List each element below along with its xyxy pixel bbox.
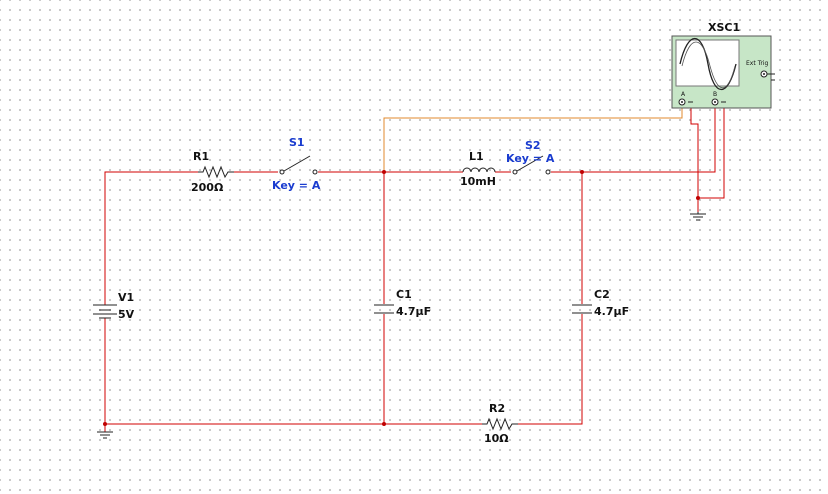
sine-wave-icon (679, 37, 737, 91)
oscilloscope-ref: XSC1 (708, 21, 740, 34)
resistor-r2-value: 10Ω (484, 432, 509, 445)
resistor-r2[interactable]: R2 10Ω (482, 402, 518, 445)
capacitor-c2-value: 4.7µF (594, 305, 629, 318)
battery-v1-value: 5V (118, 308, 135, 321)
junction-node-2 (580, 170, 584, 174)
switch-s2[interactable]: S2 Key = A (506, 139, 555, 175)
switch-s1[interactable]: S1 Key = A (272, 136, 321, 192)
inductor-l1-value: 10mH (460, 175, 496, 188)
capacitor-c2-ref: C2 (594, 288, 610, 301)
resistor-r1-value: 200Ω (191, 181, 224, 194)
resistor-r1-symbol (198, 165, 234, 179)
channel-a-terminal-icon (681, 101, 683, 103)
junction-node-1 (382, 170, 386, 174)
switch-s2-key: Key = A (506, 152, 555, 165)
switch-s1-contact-right (312, 169, 318, 175)
resistor-r2-symbol (482, 417, 518, 431)
sine-wave-icon (681, 41, 736, 88)
switch-s1-blade (283, 155, 311, 172)
oscilloscope-xsc1[interactable]: XSC1 Ext Trig A B (671, 21, 775, 109)
capacitor-c2[interactable]: C2 4.7µF (572, 288, 629, 318)
wire-channel-a[interactable] (383, 106, 683, 172)
junction-node-3 (382, 422, 386, 426)
switch-s2-contact-right (545, 169, 551, 175)
ground-icon (690, 212, 706, 221)
switch-s1-key: Key = A (272, 179, 321, 192)
junction-node-4 (103, 422, 107, 426)
resistor-r1[interactable]: R1 200Ω (191, 150, 234, 194)
ext-trig-terminal-icon (763, 73, 765, 75)
channel-b-terminal-icon (714, 101, 716, 103)
channel-a-label: A (681, 91, 686, 98)
ext-trig-label: Ext Trig (746, 60, 769, 67)
switch-s2-contact-left (512, 169, 518, 175)
wire-v1-r1[interactable] (104, 171, 198, 305)
wire-channel-b[interactable] (582, 106, 716, 173)
capacitor-c1-ref: C1 (396, 288, 412, 301)
capacitor-c1[interactable]: C1 4.7µF (374, 288, 431, 318)
ground-icon (97, 431, 113, 439)
wire-bottom-rail[interactable] (104, 318, 482, 425)
resistor-r1-ref: R1 (193, 150, 209, 163)
wires (104, 106, 725, 432)
battery-v1-ref: V1 (118, 291, 134, 304)
channel-b-label: B (713, 91, 717, 98)
junction-node-5 (696, 196, 700, 200)
wire-c2-bottom[interactable] (518, 314, 583, 425)
battery-v1[interactable]: V1 5V (93, 291, 135, 321)
inductor-l1[interactable]: L1 10mH (460, 150, 496, 188)
wire-scope-a-ground[interactable] (690, 106, 699, 212)
inductor-l1-ref: L1 (469, 150, 484, 163)
switch-s2-blade (516, 155, 544, 172)
switch-s2-ref: S2 (525, 139, 541, 152)
inductor-l1-symbol (462, 167, 496, 173)
switch-s1-ref: S1 (289, 136, 305, 149)
capacitor-c1-value: 4.7µF (396, 305, 431, 318)
switch-s1-contact-left (279, 169, 285, 175)
resistor-r2-ref: R2 (489, 402, 505, 415)
wire-scope-b-ground[interactable] (698, 106, 725, 199)
